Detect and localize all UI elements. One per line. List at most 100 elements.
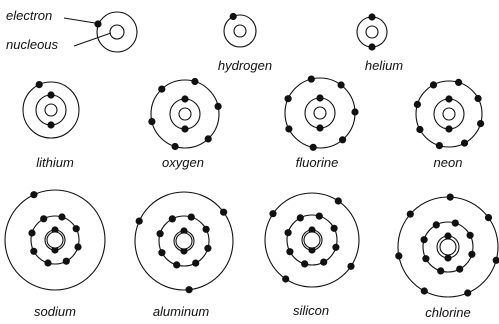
electron — [28, 229, 35, 236]
electron — [301, 260, 308, 267]
lithium-nucleus — [45, 104, 57, 116]
electron — [285, 229, 292, 236]
electron — [485, 214, 492, 221]
atom-lithium: lithium — [23, 81, 79, 170]
atom-label-aluminum: aluminum — [153, 304, 210, 319]
electron — [205, 135, 212, 142]
helium-nucleus — [366, 26, 378, 38]
nucleus-label: nucleous — [6, 37, 59, 52]
electron — [368, 13, 375, 20]
atom-label-sodium: sodium — [34, 304, 76, 319]
electron — [188, 214, 195, 221]
electron — [30, 248, 37, 255]
electron — [282, 275, 289, 282]
electron — [192, 260, 199, 267]
electron — [436, 142, 443, 149]
atom-hydrogen: hydrogen — [218, 13, 272, 73]
atom-label-helium: helium — [365, 58, 403, 73]
electron — [215, 103, 222, 110]
atom-aluminum: aluminum — [135, 192, 233, 319]
electron — [44, 259, 51, 266]
electron — [310, 144, 317, 151]
electron — [148, 118, 155, 125]
electron — [335, 197, 342, 204]
electron — [158, 249, 165, 256]
electron — [452, 220, 459, 227]
electron — [36, 81, 43, 88]
electron — [445, 125, 452, 132]
electron — [445, 95, 452, 102]
nucleus-leader-line — [74, 33, 111, 46]
atom-oxygen: oxygen — [148, 78, 221, 170]
electron — [40, 215, 47, 222]
electron — [464, 289, 471, 296]
atom-label-chlorine: chlorine — [425, 305, 471, 320]
electron — [395, 252, 402, 259]
electron — [416, 126, 423, 133]
electron — [338, 81, 345, 88]
electron — [447, 194, 454, 201]
atom-label-hydrogen: hydrogen — [218, 58, 272, 73]
aluminum-nucleus — [176, 233, 192, 249]
electron — [191, 78, 198, 85]
atom-silicon: silicon — [265, 193, 359, 318]
electron — [157, 230, 164, 237]
electron — [73, 225, 80, 232]
electron — [475, 95, 482, 102]
electron — [467, 232, 474, 239]
electron — [63, 258, 70, 265]
silicon-nucleus — [304, 232, 320, 248]
electron — [368, 43, 375, 50]
electron — [433, 221, 440, 228]
electron — [493, 257, 499, 264]
electron — [285, 125, 292, 132]
hydrogen-nucleus — [234, 25, 246, 37]
atom-helium: helium — [357, 13, 403, 73]
atom-label-oxygen: oxygen — [162, 155, 204, 170]
electron — [269, 210, 276, 217]
electron — [316, 94, 323, 101]
chlorine-nucleus — [440, 239, 456, 255]
electron — [339, 136, 346, 143]
legend: electron nucleous — [6, 8, 137, 52]
atoms: hydrogen helium lithium oxygen fluorine neon s… — [5, 13, 499, 320]
electron — [181, 95, 188, 102]
electron — [421, 287, 428, 294]
oxygen-nucleus — [179, 108, 191, 120]
electron — [351, 108, 358, 115]
electron — [308, 76, 315, 83]
atom-label-silicon: silicon — [293, 303, 329, 318]
electron — [58, 213, 65, 220]
atom-fluorine: fluorine — [285, 76, 359, 171]
electron — [461, 140, 468, 147]
electron — [437, 267, 444, 274]
electron — [468, 251, 475, 258]
electron — [47, 121, 54, 128]
legend-electron — [94, 20, 101, 27]
atom-label-fluorine: fluorine — [296, 155, 339, 170]
atom-label-neon: neon — [434, 155, 463, 170]
electron — [286, 248, 293, 255]
electron — [455, 79, 462, 86]
electron — [230, 13, 237, 20]
electron-leader-line — [64, 18, 95, 23]
electron — [220, 209, 227, 216]
atom-sodium: sodium — [5, 190, 105, 319]
atom-chlorine: chlorine — [395, 194, 499, 321]
electron — [186, 286, 193, 293]
electron — [204, 245, 211, 252]
electron — [331, 225, 338, 232]
electron — [169, 215, 176, 222]
electron — [158, 86, 165, 93]
electron — [414, 101, 421, 108]
fluorine-nucleus — [314, 107, 326, 119]
electron — [297, 214, 304, 221]
electron — [285, 95, 292, 102]
electron — [477, 120, 484, 127]
electron — [320, 259, 327, 266]
electron — [430, 81, 437, 88]
electron — [422, 255, 429, 262]
electron — [172, 143, 179, 150]
atom-neon: neon — [414, 79, 484, 170]
